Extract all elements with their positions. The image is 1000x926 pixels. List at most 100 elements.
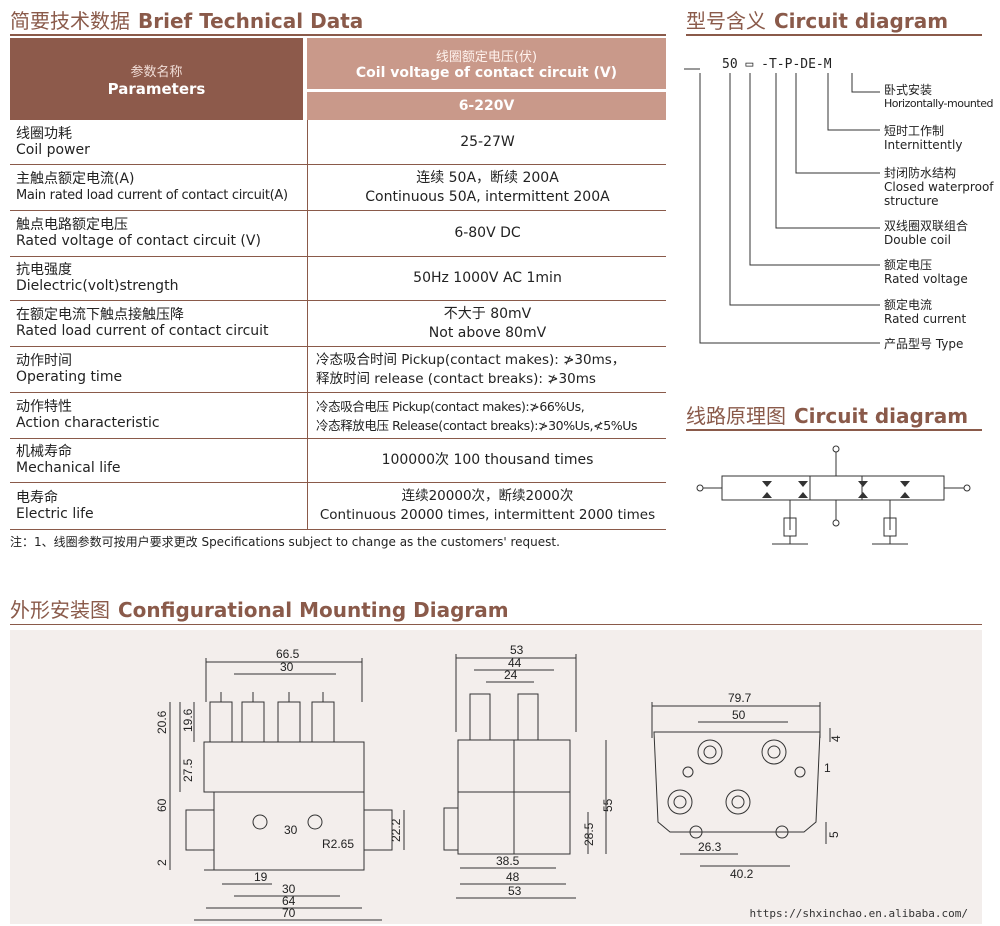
dim-front-30-top: 30 [280,660,294,674]
side-view-drawing: 53 44 24 55 28.5 38.5 48 53 [443,643,615,899]
dim-front-22-2: 22.2 [389,818,403,842]
mounting-section-title: 外形安装图 Configurational Mounting Diagram [10,594,509,623]
tech-title-cn: 简要技术数据 [10,9,130,33]
row-param-cn: 机械寿命 [16,444,72,460]
top-view-drawing: 79.7 50 4 1 5 26.3 40.2 [651,691,843,881]
row-param-en: Action characteristic [16,415,160,431]
header-param-en: Parameters [107,79,206,98]
row-param-cn: 触点电路额定电压 [16,217,128,233]
dim-top-1: 1 [824,761,831,775]
dim-top-79-7: 79.7 [728,691,752,705]
front-view-drawing: 66.5 30 30 R2.65 19 30 64 70 20.6 19.6 2… [155,647,405,921]
model-title-cn: 型号含义 [686,9,766,33]
dim-side-44: 44 [508,656,522,670]
tech-table: 参数名称 Parameters 线圈额定电压(伏) Coil voltage o… [10,38,666,530]
header-parameters: 参数名称 Parameters [10,38,303,120]
row-value: 冷态吸合时间 Pickup(contact makes): ≯30ms， [316,351,626,368]
table-row: 主触点额定电流(A)Main rated load current of con… [10,165,666,211]
row-value: 25-27W [460,133,515,150]
site-watermark: https://shxinchao.en.alibaba.com/ [749,907,968,920]
row-param-cn: 电寿命 [16,489,58,506]
row-value-2: 释放时间 release (contact breaks): ≯30ms [316,370,596,387]
row-param-en: Coil power [16,141,90,158]
row-param-en: Electric life [16,505,94,522]
row-value: 连续20000次，断续2000次 [401,488,574,504]
dim-front-20-6: 20.6 [155,710,169,734]
mounting-title-rule [10,624,982,625]
model-title-rule [686,34,982,36]
row-param-cn: 抗电强度 [16,262,72,278]
model-label-type: 产品型号 Type [884,337,964,351]
row-param-en: Rated voltage of contact circuit (V) [16,233,261,249]
row-value: 6-80V DC [454,225,521,241]
dim-side-38-5: 38.5 [496,854,520,868]
row-param-en: Dielectric(volt)strength [16,278,179,294]
circuit-title-rule [686,429,982,431]
dim-front-hole-30: 30 [284,823,298,837]
dim-front-27-5: 27.5 [181,758,195,782]
model-section-title: 型号含义 Circuit diagram [686,5,948,34]
row-value: 不大于 80mV [443,305,532,322]
row-value: 100000次 100 thousand times [381,452,594,468]
row-param-cn: 在额定电流下触点接触压降 [16,307,184,323]
dim-top-4: 4 [829,735,843,742]
dim-front-r265: R2.65 [322,837,354,851]
header-voltage-range: 6-220V [307,92,666,120]
circuit-section-title: 线路原理图 Circuit diagram [686,400,968,429]
mounting-drawing-area: 66.5 30 30 R2.65 19 30 64 70 20.6 19.6 2… [10,630,982,924]
header-coil-voltage: 线圈额定电压(伏) Coil voltage of contact circui… [307,38,666,89]
dim-front-60: 60 [155,798,169,812]
dim-side-24: 24 [504,668,518,682]
header-coil-en: Coil voltage of contact circuit (V) [355,65,618,81]
row-value-2: Continuous 20000 times, intermittent 200… [319,507,656,523]
row-param-en: Rated load current of contact circuit [16,323,269,339]
circuit-title-en: Circuit diagram [794,404,969,428]
row-param-cn: 动作时间 [16,353,72,369]
mounting-title-cn: 外形安装图 [10,598,110,622]
dim-side-48: 48 [506,870,520,884]
dim-front-30-bot: 30 [282,882,296,896]
model-code: 50 ▭ -T-P-DE-M [722,57,832,72]
dim-top-50: 50 [732,708,746,722]
row-param-cn: 动作特性 [16,399,72,415]
dim-top-5: 5 [827,831,841,838]
row-value-2: Continuous 50A, intermittent 200A [365,188,610,205]
row-param-cn: 主触点额定电流(A) [16,171,135,187]
tech-title-rule [10,34,666,36]
row-value-2: Not above 80mV [428,324,547,341]
dim-front-19-6: 19.6 [181,708,195,732]
row-param-en: Operating time [16,369,123,385]
row-param-en: Main rated load current of contact circu… [16,188,288,203]
row-value-2: 冷态释放电压 Release(contact breaks):≯30%Us,≮5… [316,417,638,433]
dim-top-26-3: 26.3 [698,840,722,854]
row-param-en: Mechanical life [16,460,121,476]
circuit-title-cn: 线路原理图 [686,404,786,428]
tech-table-header: 参数名称 Parameters 线圈额定电压(伏) Coil voltage o… [10,38,666,120]
row-param-cn: 线圈功耗 [16,125,72,142]
row-value: 冷态吸合电压 Pickup(contact makes):≯66%Us, [316,398,585,414]
dim-top-40-2: 40.2 [730,867,754,881]
dim-side-53-bot: 53 [508,884,522,898]
dim-front-2: 2 [155,859,169,866]
dim-side-28-5: 28.5 [582,822,596,846]
header-param-cn: 参数名称 [130,64,183,80]
dim-side-55: 55 [601,798,615,812]
model-title-en: Circuit diagram [774,9,949,33]
table-footnote: 注：1、线圈参数可按用户要求更改 Specifications subject … [10,535,560,549]
dim-front-64: 64 [282,894,296,908]
dim-front-70: 70 [282,906,296,920]
header-coil-cn: 线圈额定电压(伏) [435,50,538,65]
mounting-title-en: Configurational Mounting Diagram [118,598,509,622]
row-value: 连续 50A，断续 200A [416,169,559,186]
